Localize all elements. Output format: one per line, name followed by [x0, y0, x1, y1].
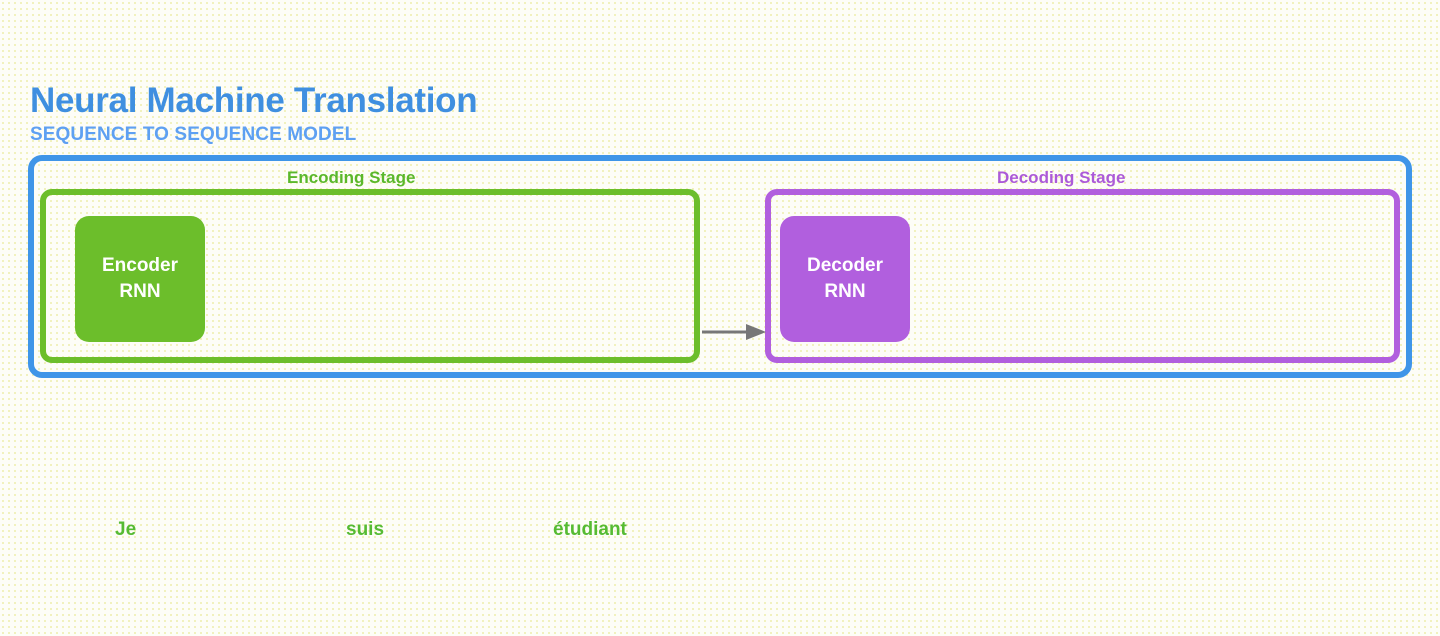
decoding-stage-box — [765, 189, 1400, 363]
encoder-rnn-label-line2: RNN — [119, 281, 161, 302]
model-frame — [28, 155, 1412, 378]
page-subtitle: SEQUENCE TO SEQUENCE MODEL — [30, 124, 357, 145]
encoding-stage-box — [40, 189, 700, 363]
decoding-stage-label: Decoding Stage — [997, 168, 1126, 187]
encoder-rnn-label-line1: Encoder — [101, 255, 179, 276]
arrow-right-icon — [702, 324, 766, 340]
decoder-rnn-label-line1: Decoder — [806, 255, 884, 276]
encoding-stage-label: Encoding Stage — [287, 168, 416, 187]
output-word: étudiant — [553, 519, 627, 540]
output-word: Je — [115, 519, 137, 540]
encoder-rnn-block: Encoder RNN — [75, 216, 205, 342]
decoder-rnn-label-line2: RNN — [824, 281, 866, 302]
page-title: Neural Machine Translation — [30, 81, 478, 120]
header-block: Neural Machine Translation SEQUENCE TO S… — [30, 80, 730, 147]
output-word: suis — [346, 519, 385, 540]
decoder-rnn-block: Decoder RNN — [780, 216, 910, 342]
